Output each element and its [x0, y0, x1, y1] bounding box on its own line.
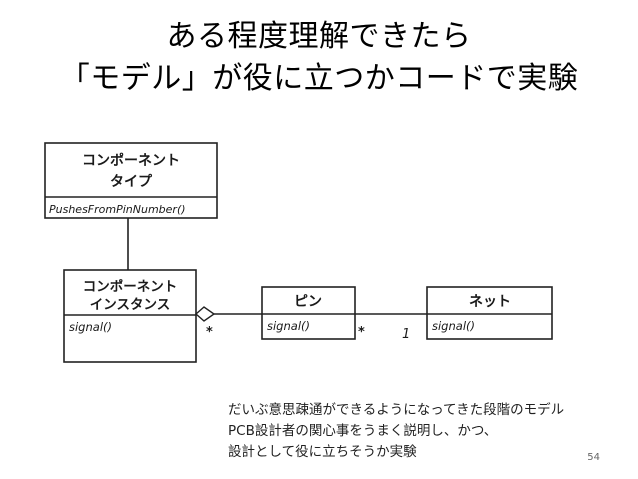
- component-instance-operation: signal(): [69, 320, 112, 334]
- pin-operation: signal(): [267, 319, 310, 333]
- component-type-operation: PushesFromPinNumber(): [49, 203, 186, 216]
- net-operation: signal(): [432, 319, 475, 333]
- class-net: ネット signal(): [426, 286, 553, 340]
- note-line-2: PCB設計者の関心事をうまく説明し、かつ、: [228, 423, 498, 439]
- note-line-3: 設計として役に立ちそうか実験: [228, 444, 417, 460]
- aggregation-diamond-icon: [194, 306, 216, 322]
- note-line-1: だいぶ意思疎通ができるようになってきた段階のモデル: [228, 402, 565, 418]
- slide-title-line-2: 「モデル」が役に立つかコードで実験: [59, 61, 579, 96]
- component-type-name-2: タイプ: [110, 174, 153, 190]
- class-pin: ピン signal(): [261, 286, 356, 340]
- multiplicity-instance-pin: *: [206, 325, 213, 340]
- aggregation-instance-pin: [194, 306, 262, 322]
- component-instance-name-1: コンポーネント: [83, 278, 178, 295]
- component-type-name-1: コンポーネント: [82, 152, 180, 169]
- class-component-type: コンポーネント タイプ PushesFromPinNumber(): [44, 142, 218, 219]
- page-number: 54: [587, 452, 600, 463]
- multiplicity-pin-net-right: 1: [402, 327, 410, 342]
- slide-title-line-1: ある程度理解できたら: [166, 19, 472, 54]
- net-name: ネット: [469, 294, 511, 310]
- pin-name: ピン: [294, 294, 322, 310]
- component-instance-name-2: インスタンス: [90, 297, 170, 313]
- multiplicity-pin-net-left: *: [358, 325, 365, 340]
- class-component-instance: コンポーネント インスタンス signal(): [63, 269, 197, 363]
